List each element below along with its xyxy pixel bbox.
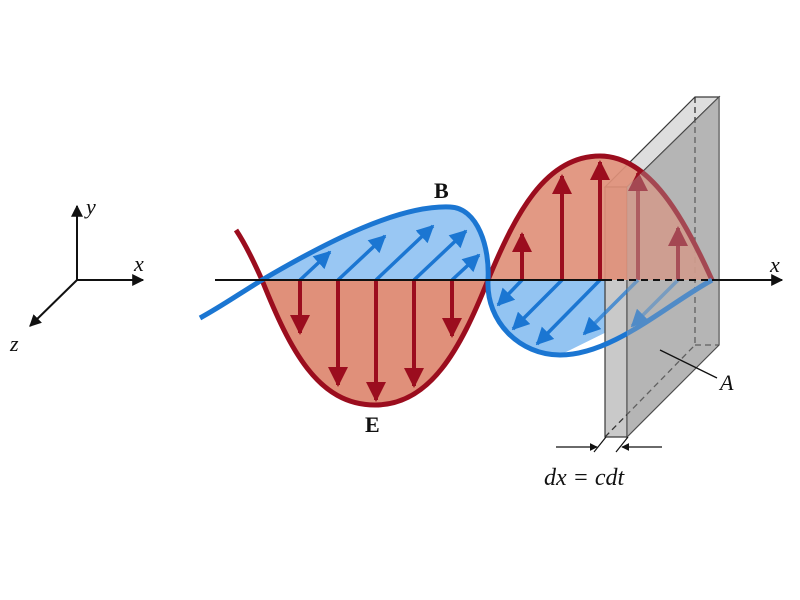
b-arrow — [582, 278, 640, 336]
area-label-group: A — [659, 349, 734, 395]
coordinate-axes: y x z — [9, 194, 145, 356]
y-axis-label: y — [84, 194, 96, 219]
x-axis-label-main: x — [769, 252, 780, 277]
slab-hidden-edge-b — [604, 344, 696, 438]
b-arrow — [298, 250, 332, 282]
thickness-tick-left — [593, 436, 607, 453]
b-arrow — [535, 278, 602, 346]
b-arrow — [450, 253, 481, 282]
e-field-curve — [233, 153, 715, 408]
x-axis-label-small: x — [133, 251, 144, 276]
thickness-dimension: dx = cdt — [544, 436, 662, 491]
z-axis-line — [29, 279, 78, 327]
area-label: A — [718, 370, 734, 395]
b-arrow — [630, 278, 680, 328]
b-arrow — [374, 224, 435, 282]
b-arrow — [336, 234, 387, 282]
b-field-label: B — [434, 178, 449, 203]
main-x-axis: x — [215, 252, 784, 286]
e-field-label: E — [365, 412, 380, 437]
thickness-tick-right — [615, 436, 629, 453]
z-axis-label: z — [9, 331, 19, 356]
b-arrow — [412, 229, 468, 282]
b-arrow — [511, 278, 564, 331]
e-field — [233, 153, 715, 408]
thickness-label: dx = cdt — [544, 465, 626, 491]
b-arrow — [496, 278, 524, 307]
area-leader-line — [659, 349, 718, 379]
slab-right-face-overlay — [627, 97, 719, 437]
